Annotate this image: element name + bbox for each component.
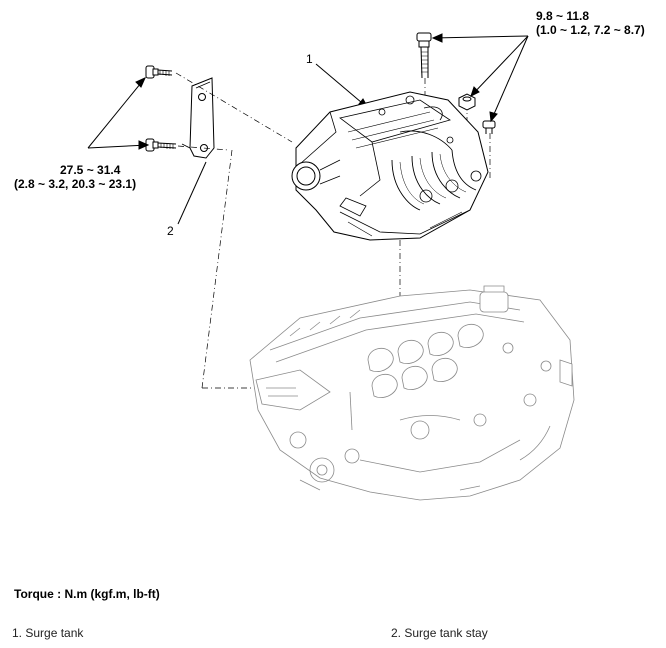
bracket-bolt-upper	[145, 65, 173, 79]
legend-item-surge-tank-stay: 2. Surge tank stay	[391, 626, 488, 640]
torque-units-title: Torque : N.m (kgf.m, lb-ft)	[14, 587, 160, 601]
torque-label-right-detail: (1.0 ~ 1.2, 7.2 ~ 8.7)	[536, 23, 645, 37]
engine-block	[249, 285, 575, 501]
torque-arrows-left	[87, 77, 150, 150]
callout-2-leader	[177, 161, 207, 225]
legend-item-surge-tank: 1. Surge tank	[12, 626, 84, 640]
surge-tank	[291, 91, 489, 241]
surge-tank-exploded-diagram	[87, 32, 575, 501]
callout-1-leader	[315, 63, 369, 109]
torque-arrows-right	[431, 33, 529, 123]
surge-tank-stay-bracket	[181, 77, 215, 159]
torque-label-left-detail: (2.8 ~ 3.2, 20.3 ~ 23.1)	[14, 177, 137, 191]
torque-label-right-value: 9.8 ~ 11.8	[536, 9, 590, 23]
bracket-bolt-lower	[145, 138, 177, 152]
surge-tank-bolt-right	[482, 120, 496, 134]
torque-label-left-value: 27.5 ~ 31.4	[60, 163, 121, 177]
callout-2: 2	[167, 224, 174, 238]
callout-1: 1	[306, 52, 313, 66]
surge-tank-stud-bolt	[416, 32, 432, 79]
surge-tank-nut	[458, 93, 476, 111]
